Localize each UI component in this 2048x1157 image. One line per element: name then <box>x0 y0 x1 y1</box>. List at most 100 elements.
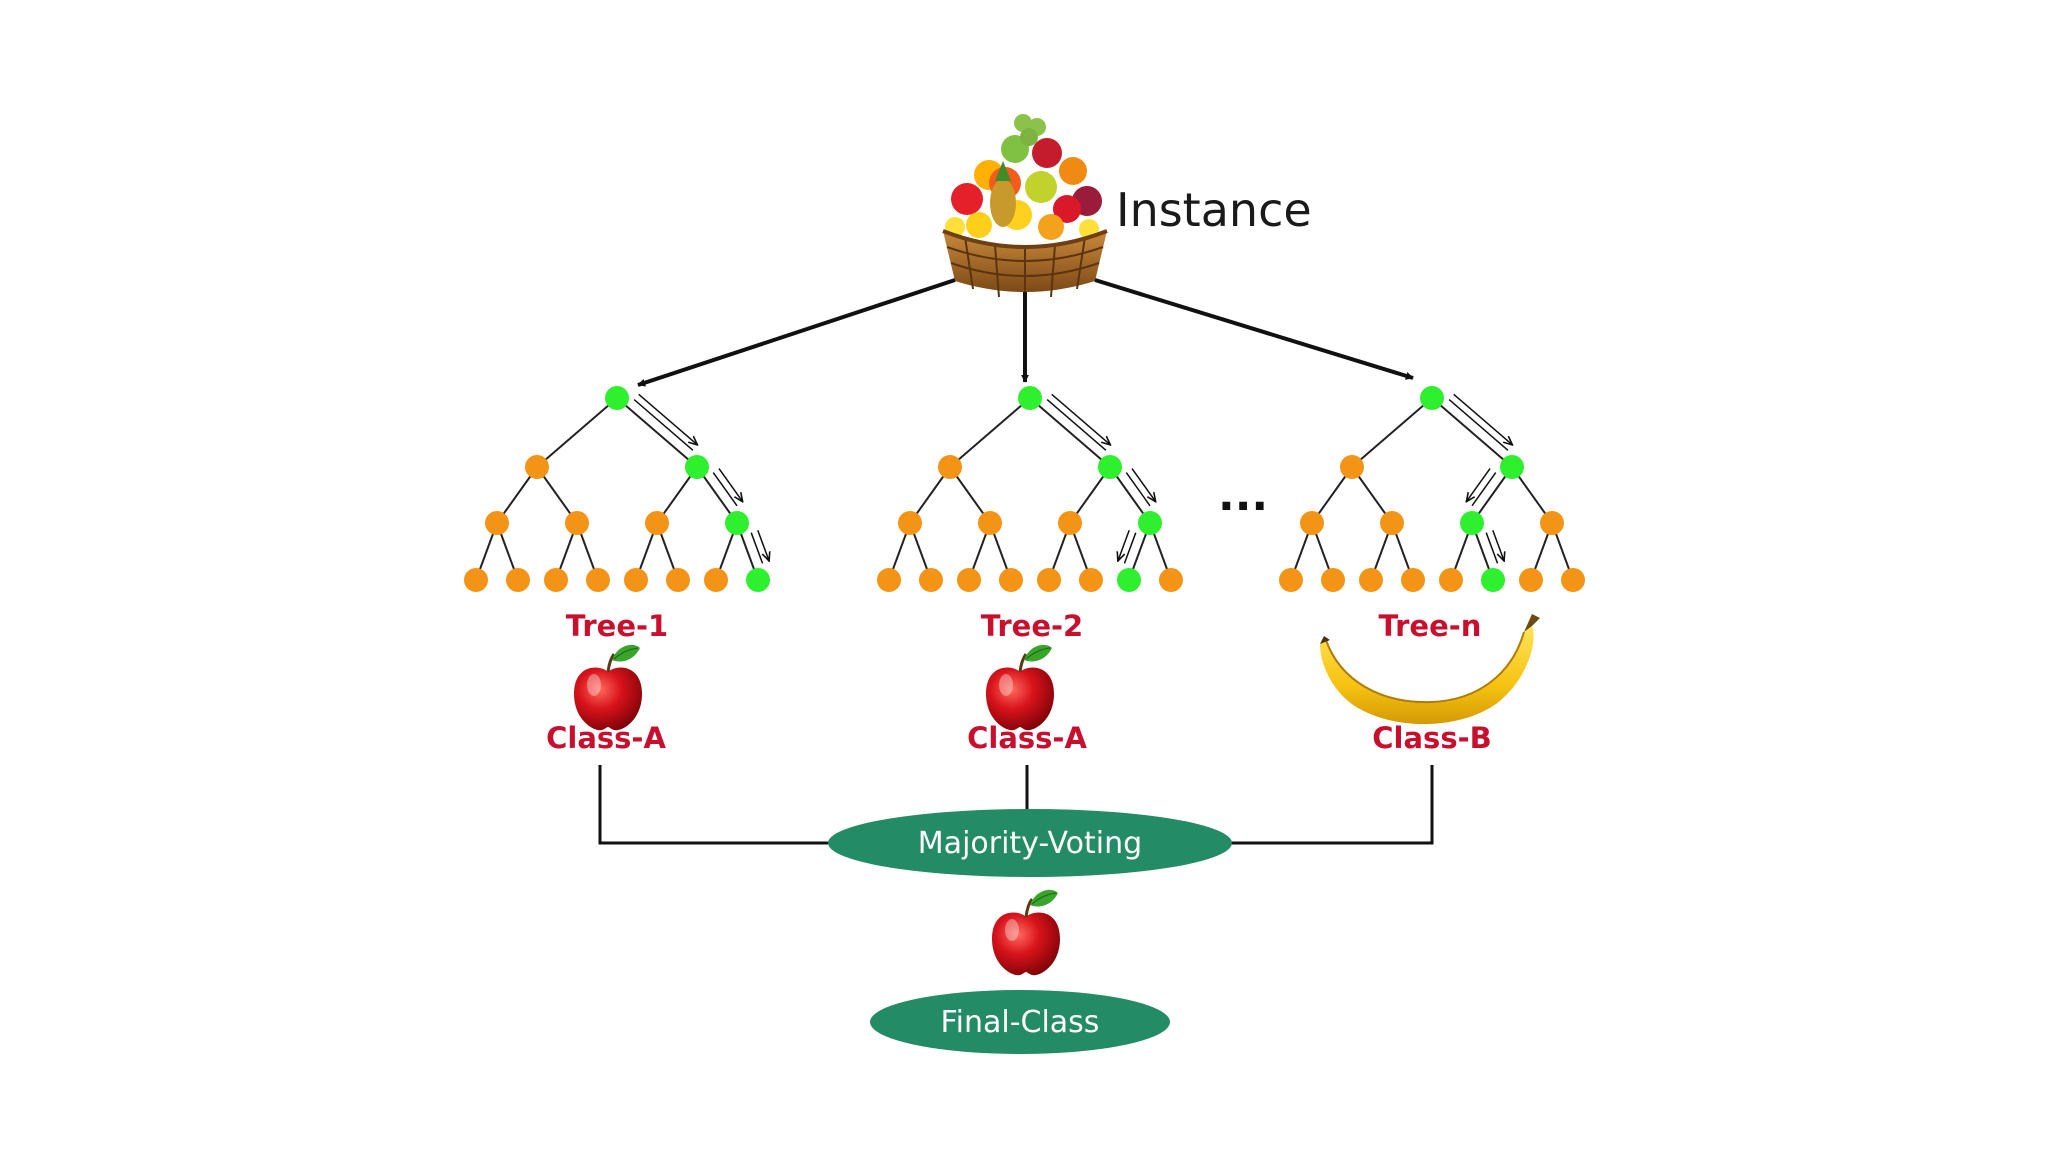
tree-node <box>1540 511 1564 535</box>
class-label-1: Class-A <box>546 721 666 755</box>
tree-edge <box>1351 397 1433 468</box>
path-arrow <box>1131 468 1156 502</box>
path-node <box>685 455 709 479</box>
tree-node <box>666 568 690 592</box>
tree-edge <box>536 397 618 468</box>
tree-node <box>999 568 1023 592</box>
tree-node <box>898 511 922 535</box>
path-arrow <box>1051 393 1111 445</box>
tree-node <box>1279 568 1303 592</box>
path-arrow <box>1046 399 1107 451</box>
tree-node <box>544 568 568 592</box>
connector-tree-1 <box>598 765 840 845</box>
tree-node <box>1037 568 1061 592</box>
tree-node <box>1561 568 1585 592</box>
path-arrow <box>1123 532 1137 564</box>
fruit-basket-icon <box>942 114 1108 299</box>
path-node <box>1460 511 1484 535</box>
decision-tree-3 <box>1279 386 1585 592</box>
instance-label: Instance <box>1116 183 1312 237</box>
path-node <box>725 511 749 535</box>
class-label-2: Class-A <box>967 721 1087 755</box>
decision-tree-2 <box>877 386 1183 592</box>
path-arrow <box>1492 530 1504 561</box>
majority-voting-node: Majority-Voting <box>828 809 1232 877</box>
tree-node <box>1401 568 1425 592</box>
tree-node <box>485 511 509 535</box>
trees-layer <box>464 386 1585 592</box>
path-node <box>746 568 770 592</box>
final-class-label: Final-Class <box>941 1005 1100 1040</box>
path-arrow <box>757 530 769 561</box>
apple-icon <box>984 643 1056 732</box>
voting-connectors <box>598 765 1434 845</box>
path-node <box>1098 455 1122 479</box>
tree-node <box>704 568 728 592</box>
tree-node <box>586 568 610 592</box>
tree-edges <box>1290 397 1574 581</box>
path-node <box>1481 568 1505 592</box>
path-arrow <box>1118 530 1130 561</box>
path-arrow <box>1485 532 1499 564</box>
tree-node <box>1380 511 1404 535</box>
tree-node <box>1321 568 1345 592</box>
majority-voting-label: Majority-Voting <box>918 826 1142 861</box>
path-arrow <box>1448 399 1509 451</box>
tree-node <box>506 568 530 592</box>
path-arrow <box>712 472 738 507</box>
path-arrow <box>750 532 764 564</box>
arrow-to-tree-1 <box>637 278 956 387</box>
tree-node <box>1058 511 1082 535</box>
tree-label-n: Tree-n <box>1379 609 1482 643</box>
arrow-to-tree-n <box>1094 278 1414 380</box>
tree-node <box>624 568 648 592</box>
tree-node <box>938 455 962 479</box>
tree-edge <box>616 397 698 468</box>
tree-node <box>645 511 669 535</box>
apple-icon <box>990 888 1062 977</box>
tree-node <box>919 568 943 592</box>
path-arrow <box>1125 472 1151 507</box>
decision-tree-1 <box>464 386 770 592</box>
tree-label-2: Tree-2 <box>981 609 1083 643</box>
path-node <box>1117 568 1141 592</box>
tree-edge <box>1029 397 1111 468</box>
tree-label-1: Tree-1 <box>566 609 668 643</box>
tree-node <box>1359 568 1383 592</box>
tree-edge <box>949 397 1031 468</box>
tree-node <box>1340 455 1364 479</box>
banana-icon <box>1320 614 1540 725</box>
path-arrow <box>1466 468 1491 502</box>
tree-node <box>957 568 981 592</box>
tree-node <box>1439 568 1463 592</box>
tree-node <box>1300 511 1324 535</box>
path-node <box>1500 455 1524 479</box>
tree-edges <box>475 397 759 581</box>
path-node <box>1420 386 1444 410</box>
instance-arrows <box>637 278 1414 387</box>
path-arrow <box>718 468 743 502</box>
tree-node <box>1079 568 1103 592</box>
path-node <box>605 386 629 410</box>
connector-tree-n <box>1220 765 1434 845</box>
path-arrow <box>1471 472 1497 507</box>
path-arrow <box>1453 393 1513 445</box>
tree-node <box>877 568 901 592</box>
path-node <box>1018 386 1042 410</box>
path-node <box>1138 511 1162 535</box>
tree-node <box>565 511 589 535</box>
final-class-node: Final-Class <box>870 990 1170 1054</box>
path-arrow <box>638 393 698 445</box>
path-arrow <box>633 399 694 451</box>
tree-node <box>525 455 549 479</box>
tree-node <box>1519 568 1543 592</box>
class-label-n: Class-B <box>1372 721 1491 755</box>
apple-icon <box>572 643 644 732</box>
tree-node <box>464 568 488 592</box>
tree-edge <box>1431 397 1513 468</box>
more-trees-ellipsis: ... <box>1218 470 1268 521</box>
tree-node <box>1159 568 1183 592</box>
tree-node <box>978 511 1002 535</box>
